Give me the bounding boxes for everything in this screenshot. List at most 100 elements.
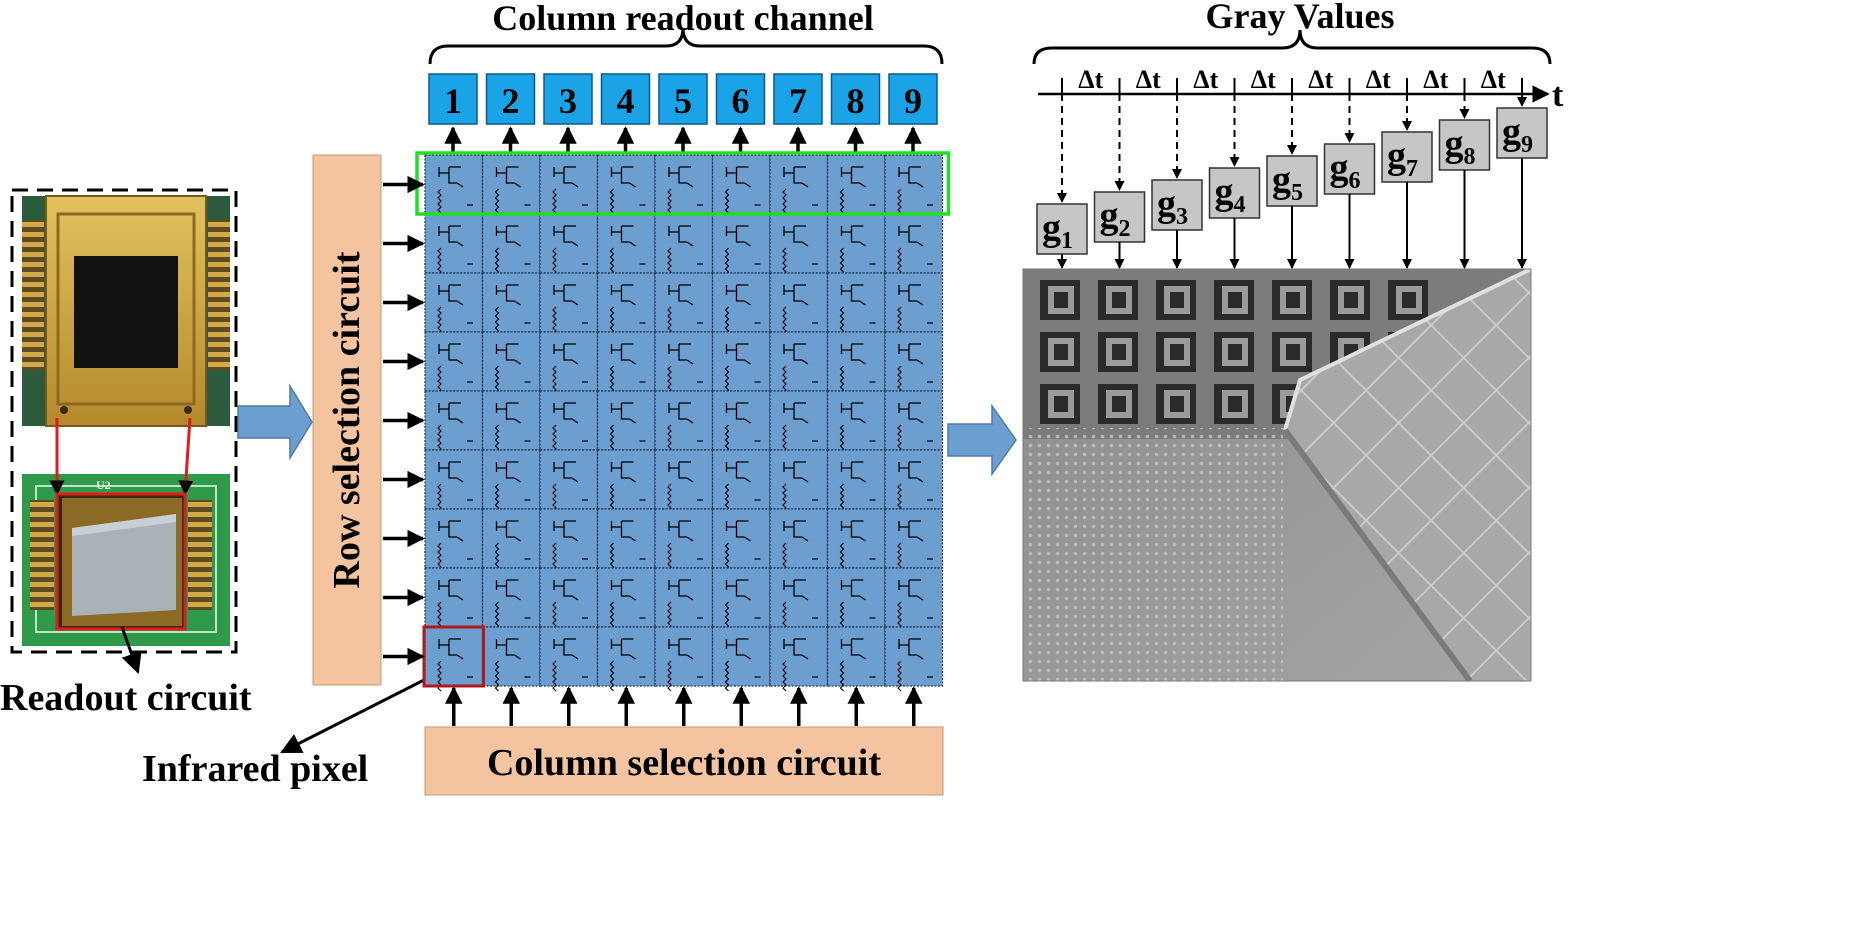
gray-value-box: g9	[1496, 107, 1548, 269]
pixel-cell	[769, 449, 829, 515]
gray-value-label: g7	[1387, 135, 1418, 182]
pixel-cell	[481, 508, 541, 574]
pixel-cell	[481, 331, 541, 397]
pixel-cell	[539, 331, 599, 397]
pixel-cell	[424, 508, 484, 574]
pixel-cell	[596, 213, 656, 279]
pixel-cell	[424, 154, 484, 220]
row-selection-label: Row selection circuit	[326, 251, 368, 588]
flow-arrow-right	[947, 403, 1017, 477]
gray-values-brace	[1032, 29, 1552, 65]
channel-box: 2	[485, 73, 536, 152]
pixel-cell	[654, 626, 714, 692]
readout-circuit-label: Readout circuit	[0, 677, 252, 719]
channel-number: 5	[674, 81, 692, 121]
time-axis-label: t	[1552, 77, 1564, 114]
gray-value-box: g5	[1266, 155, 1318, 269]
flow-arrow-left	[237, 383, 313, 461]
channel-box: 8	[830, 73, 881, 152]
pixel-cell	[654, 508, 714, 574]
pixel-cell	[424, 331, 484, 397]
pixel-cell	[481, 567, 541, 633]
pixel-cell	[884, 567, 944, 633]
channel-box: 6	[715, 73, 766, 152]
pixel-cell	[711, 390, 771, 456]
pixel-cell	[769, 508, 829, 574]
gray-value-label: g3	[1157, 183, 1188, 230]
column-select-arrows	[445, 686, 923, 726]
gray-value-box: g1	[1036, 203, 1088, 269]
pixel-cell	[539, 154, 599, 220]
pixel-cell	[826, 331, 886, 397]
pixel-cell	[769, 272, 829, 338]
delta-t-label: Δt	[1423, 65, 1448, 94]
pixel-cell	[424, 213, 484, 279]
channel-number: 4	[617, 81, 635, 121]
channel-box: 3	[543, 73, 593, 152]
pixel-cell	[596, 390, 656, 456]
gray-value-box: g4	[1208, 167, 1261, 269]
pixel-cell	[481, 272, 541, 338]
row-selection-circuit	[312, 154, 382, 686]
channel-box: 5	[658, 73, 708, 152]
readout-board-photo: U2	[22, 474, 230, 646]
gray-value-box: g6	[1323, 143, 1376, 269]
pixel-cells	[415, 151, 951, 692]
pixel-cell	[654, 213, 714, 279]
pixel-cell	[826, 567, 886, 633]
gray-value-box: g8	[1438, 119, 1491, 269]
infrared-pixel-label: Infrared pixel	[142, 748, 368, 790]
pixel-cell	[654, 272, 714, 338]
pixel-cell	[539, 626, 599, 692]
pixel-cell	[596, 154, 656, 220]
delta-t-label: Δt	[1308, 65, 1333, 94]
pixel-cell	[596, 449, 656, 515]
pixel-cell	[884, 331, 944, 397]
pixel-cell	[539, 567, 599, 633]
pixel-cell	[539, 390, 599, 456]
gray-value-box: g3	[1151, 179, 1203, 269]
pixel-cell	[596, 272, 656, 338]
pixel-cell	[424, 449, 484, 515]
pixel-cell	[711, 567, 771, 633]
pixel-cell	[481, 390, 541, 456]
pixel-cell	[596, 331, 656, 397]
pixel-cell	[539, 449, 599, 515]
red-link-right	[178, 417, 194, 496]
pixel-cell	[826, 626, 886, 692]
channel-box: 1	[428, 73, 478, 152]
pixel-cell	[826, 213, 886, 279]
pixel-cell	[596, 626, 656, 692]
pixel-cell	[884, 390, 944, 456]
detector-package-photo	[22, 195, 230, 427]
column-selection-circuit	[424, 726, 944, 796]
pcb-marking: U2	[96, 478, 111, 492]
pixel-cell	[884, 626, 944, 692]
pixel-cell	[769, 331, 829, 397]
pixel-cell	[654, 449, 714, 515]
readout-chip-outline	[55, 492, 187, 631]
pixel-cell	[826, 449, 886, 515]
pixel-cell	[481, 154, 541, 220]
pixel-cell	[769, 390, 829, 456]
pixel-cell	[711, 272, 771, 338]
gray-value-label: g8	[1445, 123, 1476, 170]
pixel-cell	[596, 508, 656, 574]
pixel-cell	[711, 449, 771, 515]
gray-value-label: g5	[1272, 159, 1303, 206]
pixel-cell	[424, 567, 484, 633]
gray-value-label: g9	[1502, 111, 1533, 158]
pixel-cell	[654, 567, 714, 633]
delta-t-label: Δt	[1481, 65, 1506, 94]
pixel-cell	[654, 331, 714, 397]
infrared-image-frame	[1022, 268, 1532, 682]
channel-number: 7	[789, 81, 807, 121]
channel-number: 8	[847, 81, 865, 121]
gray-value-label: g1	[1042, 207, 1073, 254]
pixel-cell	[826, 154, 886, 220]
pixel-cell	[596, 567, 656, 633]
